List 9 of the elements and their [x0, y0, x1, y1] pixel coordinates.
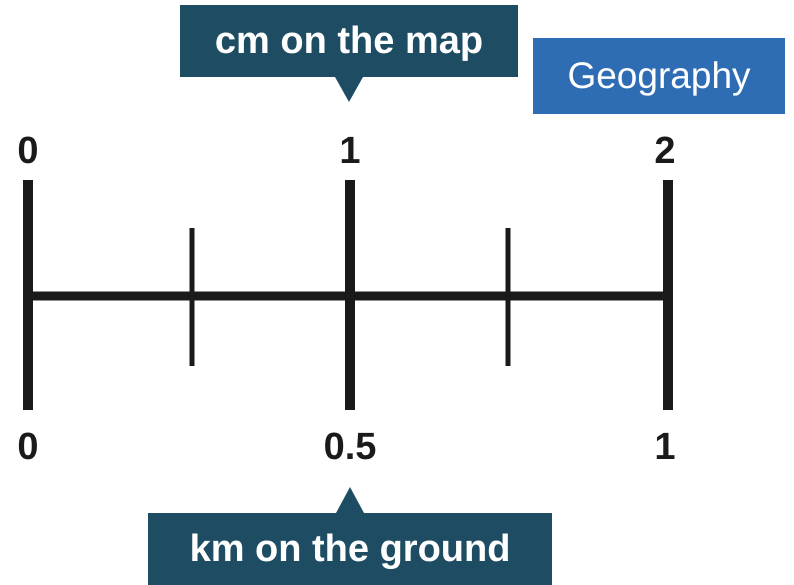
subject-box: Geography — [533, 38, 785, 114]
scale-number: 0.5 — [324, 428, 376, 466]
scale-number: 1 — [654, 428, 676, 466]
scale-number: 0 — [17, 428, 39, 466]
callout-box: cm on the map — [180, 5, 518, 102]
scale-number: 2 — [654, 132, 676, 170]
scale-number: 1 — [339, 132, 361, 170]
scale-number: 0 — [17, 132, 39, 170]
callout-box: km on the ground — [148, 487, 552, 585]
